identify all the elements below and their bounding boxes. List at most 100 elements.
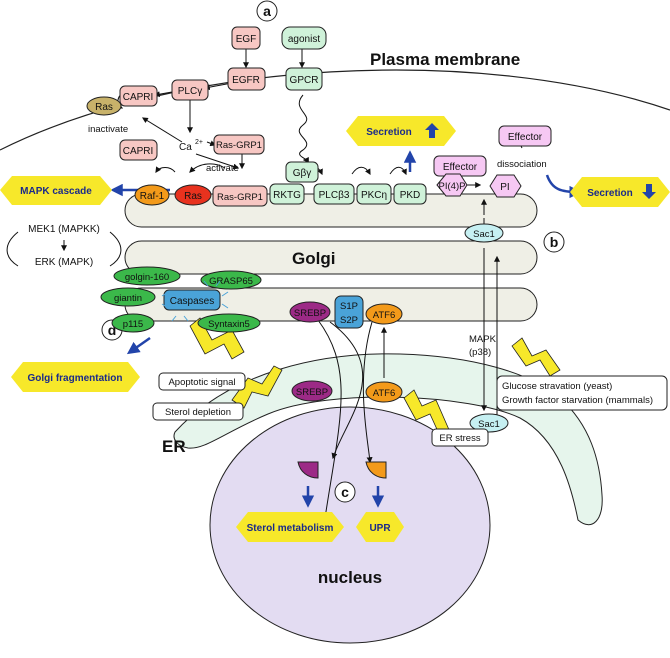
svg-text:ATF6: ATF6 — [373, 310, 396, 321]
svg-text:GRASP65: GRASP65 — [209, 276, 253, 287]
p115-node: p115 — [111, 313, 155, 333]
inactivate-label: inactivate — [88, 124, 128, 135]
raf1-node: Raf-1 — [134, 184, 170, 206]
srebp-golgi-node: SREBP — [289, 301, 331, 323]
rktg-node: RKTG — [269, 183, 305, 205]
secretion-up-outcome: Secretion — [346, 116, 456, 146]
agonist-node: agonist — [281, 26, 327, 50]
capri-top-node: CAPRI — [119, 85, 158, 107]
svg-text:Syntaxin5: Syntaxin5 — [208, 319, 250, 330]
atf6-fragment-icon — [365, 461, 387, 479]
plcg-node: PLCγ — [171, 79, 209, 101]
svg-text:Raf-1: Raf-1 — [140, 191, 165, 202]
svg-text:MAPK cascade: MAPK cascade — [20, 186, 92, 197]
effector-upper-node: Effector — [498, 125, 552, 147]
scissors-marks — [161, 280, 229, 322]
pkcn-node: PKCη — [356, 183, 392, 205]
svg-text:Growth factor starvation (mamm: Growth factor starvation (mammals) — [502, 395, 653, 406]
plcb3-node: PLCβ3 — [313, 183, 355, 205]
ras-grp1-golgi-node: Ras-GRP1 — [212, 185, 268, 207]
sterol-depletion-box: Sterol depletion — [152, 402, 244, 421]
golgi-fragmentation-outcome: Golgi fragmentation — [11, 362, 140, 392]
svg-text:p115: p115 — [123, 319, 143, 330]
svg-text:Gβγ: Gβγ — [293, 168, 312, 179]
svg-text:Apoptotic signal: Apoptotic signal — [168, 377, 235, 388]
svg-text:PLCγ: PLCγ — [178, 86, 202, 97]
svg-text:CAPRI: CAPRI — [123, 146, 154, 157]
svg-text:EGFR: EGFR — [232, 75, 260, 86]
svg-text:giantin: giantin — [114, 293, 142, 304]
svg-text:Sac1: Sac1 — [478, 419, 500, 430]
svg-text:S1P: S1P — [340, 301, 358, 312]
svg-text:Secretion: Secretion — [366, 127, 412, 138]
srebp-er-node: SREBP — [291, 380, 333, 402]
svg-text:Effector: Effector — [508, 132, 543, 143]
svg-text:UPR: UPR — [369, 523, 391, 534]
svg-text:a: a — [263, 3, 271, 19]
pi4p-node: PI(4)P — [436, 173, 468, 197]
svg-text:Ras-GRP1: Ras-GRP1 — [217, 192, 263, 203]
upr-outcome: UPR — [356, 512, 404, 542]
golgi-stack — [124, 193, 538, 322]
ras-grp1-top-node: Ras-GRP1 — [213, 134, 265, 155]
er-stress-box: ER stress — [431, 428, 489, 447]
atf6-er-node: ATF6 — [365, 381, 403, 403]
egf-node: EGF — [231, 26, 261, 50]
svg-text:PLCβ3: PLCβ3 — [319, 190, 350, 201]
golgi-label: Golgi — [292, 249, 335, 268]
srebp-fragment-icon — [297, 461, 319, 479]
ras-top-node: Ras — [86, 96, 122, 116]
golgin160-node: golgin-160 — [113, 266, 181, 286]
gpcr-node: GPCR — [285, 67, 323, 91]
svg-text:EGF: EGF — [236, 34, 257, 45]
svg-text:Ras: Ras — [95, 102, 113, 113]
svg-text:SREBP: SREBP — [294, 308, 326, 319]
svg-text:Ras: Ras — [184, 191, 202, 202]
capri-bottom-node: CAPRI — [119, 139, 158, 161]
ca2-label: Ca — [179, 142, 192, 153]
ca2-superscript: 2+ — [195, 139, 203, 146]
svg-text:d: d — [108, 322, 117, 338]
dissociation-label: dissociation — [497, 159, 547, 170]
syntaxin5-node: Syntaxin5 — [197, 313, 261, 333]
sac1-golgi-node: Sac1 — [464, 223, 504, 243]
svg-text:agonist: agonist — [288, 34, 320, 45]
svg-text:Ras-GRP1: Ras-GRP1 — [216, 140, 262, 151]
svg-text:GPCR: GPCR — [290, 75, 319, 86]
svg-text:c: c — [341, 484, 349, 500]
svg-text:ER stress: ER stress — [439, 433, 480, 444]
ras-golgi-node: Ras — [174, 184, 212, 206]
svg-text:SREBP: SREBP — [296, 387, 328, 398]
svg-text:b: b — [550, 234, 559, 250]
mapk-label: MAPK — [469, 334, 497, 345]
marker-b: b — [543, 231, 565, 253]
sac1-er-node: Sac1 — [469, 413, 509, 433]
secretion-down-outcome: Secretion — [570, 177, 670, 207]
svg-text:Effector: Effector — [443, 162, 478, 173]
svg-text:RKTG: RKTG — [273, 190, 301, 201]
svg-text:Glucose stravation (yeast): Glucose stravation (yeast) — [502, 381, 612, 392]
nucleus-label: nucleus — [318, 568, 382, 587]
marker-a: a — [256, 0, 278, 22]
activate-label: activate — [206, 163, 239, 174]
svg-text:Sterol metabolism: Sterol metabolism — [247, 523, 334, 534]
plasma-membrane-label: Plasma membrane — [370, 50, 520, 69]
er-label: ER — [162, 437, 186, 456]
pkd-node: PKD — [393, 183, 427, 205]
gby-node: Gβγ — [285, 161, 319, 183]
grasp65-node: GRASP65 — [200, 270, 262, 290]
svg-text:ATF6: ATF6 — [373, 388, 396, 399]
atf6-golgi-node: ATF6 — [365, 303, 403, 325]
sterol-bolt — [231, 365, 283, 409]
nucleus: nucleus — [209, 406, 491, 644]
svg-text:PI: PI — [500, 182, 509, 193]
svg-text:Secretion: Secretion — [587, 188, 633, 199]
svg-text:PKD: PKD — [400, 190, 421, 201]
apoptotic-signal-box: Apoptotic signal — [158, 372, 246, 391]
svg-text:Caspases: Caspases — [170, 296, 214, 307]
svg-text:Sterol depletion: Sterol depletion — [165, 407, 231, 418]
svg-text:PKCη: PKCη — [361, 190, 387, 201]
svg-text:CAPRI: CAPRI — [123, 92, 154, 103]
